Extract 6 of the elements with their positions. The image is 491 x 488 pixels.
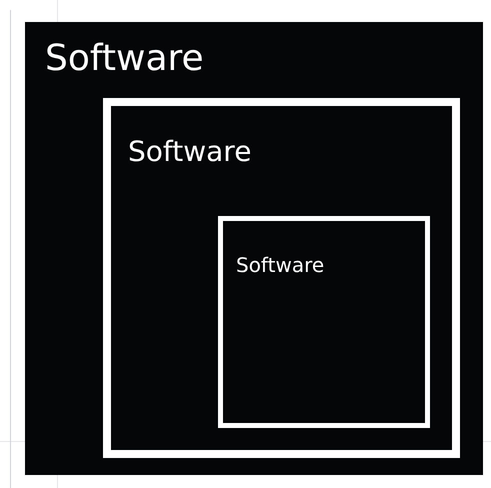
nested-box	[25, 22, 483, 475]
box-title: Software	[236, 253, 324, 278]
box-title: Software	[45, 37, 204, 81]
nested-box	[103, 98, 460, 458]
box-title: Software	[128, 134, 252, 169]
nested-box	[218, 216, 430, 428]
